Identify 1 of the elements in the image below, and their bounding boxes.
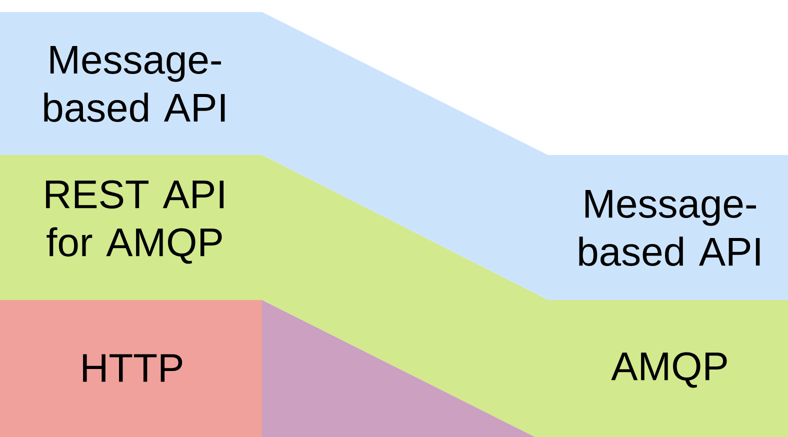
layer-box: HTTP: [0, 300, 262, 437]
